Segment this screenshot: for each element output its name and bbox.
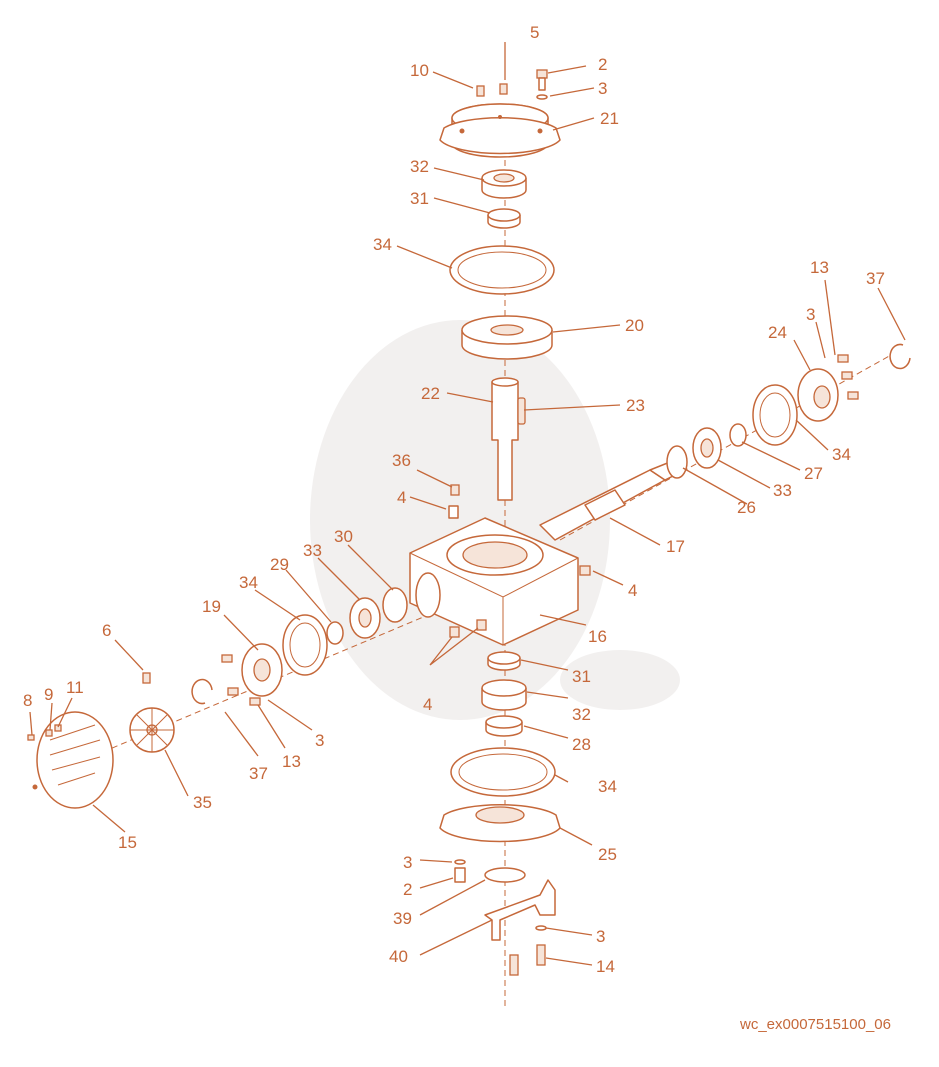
bearing-part-33-right — [692, 427, 722, 469]
callout-3-bottom-a: 3 — [403, 853, 412, 872]
circlip-part-39 — [484, 867, 526, 883]
callout-15: 15 — [118, 833, 137, 852]
diagram-code-label: wc_ex0007515100_06 — [740, 1016, 891, 1033]
callout-26: 26 — [737, 498, 756, 517]
callout-34-top: 34 — [373, 235, 392, 254]
seal-part-31-bottom — [487, 651, 521, 671]
callout-4-c: 4 — [423, 695, 432, 714]
callout-29: 29 — [270, 555, 289, 574]
seal-part-31-top — [487, 208, 521, 229]
callout-14: 14 — [596, 957, 615, 976]
top-cover-part-21 — [439, 103, 561, 158]
bearing-part-32-top — [481, 169, 527, 199]
callout-37-left: 37 — [249, 764, 268, 783]
callout-28: 28 — [572, 735, 591, 754]
plug-part-4-c — [449, 619, 487, 638]
circlip-part-37-left — [191, 678, 213, 705]
circlip-part-37-right — [889, 343, 911, 370]
screw-part-10 — [476, 85, 485, 97]
callout-16: 16 — [588, 627, 607, 646]
gear-part-20 — [461, 315, 553, 360]
callout-20: 20 — [625, 316, 644, 335]
callout-9: 9 — [44, 685, 53, 704]
seal-part-27 — [729, 423, 747, 447]
callout-31-bottom: 31 — [572, 667, 591, 686]
gearbox-housing-part-16 — [409, 517, 579, 646]
gasket-part-34-top — [449, 245, 555, 295]
shaft-part-22 — [491, 377, 519, 501]
callout-36: 36 — [392, 451, 411, 470]
callout-3-left: 3 — [315, 731, 324, 750]
callout-34-bottom: 34 — [598, 777, 617, 796]
bottom-cover-part-25 — [439, 803, 561, 843]
callout-3-top: 3 — [598, 79, 607, 98]
plug-part-36 — [450, 484, 460, 496]
callout-32-bottom: 32 — [572, 705, 591, 724]
callout-31-top: 31 — [410, 189, 429, 208]
callout-2-top: 2 — [598, 55, 607, 74]
gasket-part-34-left — [282, 614, 328, 676]
cover-part-24 — [797, 354, 859, 422]
callout-32-top: 32 — [410, 157, 429, 176]
callout-37-right: 37 — [866, 269, 885, 288]
callout-13-right: 13 — [810, 258, 829, 277]
callout-6: 6 — [102, 621, 111, 640]
callout-30: 30 — [334, 527, 353, 546]
seal-part-29 — [326, 621, 344, 645]
callout-4-a: 4 — [397, 488, 406, 507]
callout-11: 11 — [66, 678, 84, 697]
callout-33-left: 33 — [303, 541, 322, 560]
callout-3-bottom-b: 3 — [596, 927, 605, 946]
bearing-part-30 — [382, 587, 408, 623]
callout-34-left: 34 — [239, 573, 258, 592]
callout-10: 10 — [410, 61, 429, 80]
callout-4-b: 4 — [628, 581, 637, 600]
callout-40: 40 — [389, 947, 408, 966]
fan-cover-part-15 — [27, 711, 114, 809]
worm-shaft-part-17 — [539, 459, 686, 541]
plug-part-4-b — [579, 565, 591, 576]
callout-39: 39 — [393, 909, 412, 928]
cover-part-19 — [221, 643, 283, 706]
bracket-part-40 — [484, 879, 556, 941]
bearing-part-32-bottom — [481, 679, 527, 711]
callout-3-right: 3 — [806, 305, 815, 324]
gasket-part-34-bottom — [450, 747, 556, 797]
callout-22: 22 — [421, 384, 440, 403]
screw-part-5 — [499, 83, 508, 95]
plug-part-4-a — [448, 505, 459, 519]
bolt-part-14 — [509, 925, 547, 976]
callout-19: 19 — [202, 597, 221, 616]
callout-27: 27 — [804, 464, 823, 483]
callout-8: 8 — [23, 691, 32, 710]
gasket-part-34-right — [752, 384, 798, 446]
callout-25: 25 — [598, 845, 617, 864]
callout-23: 23 — [626, 396, 645, 415]
bolt-part-2-bottom — [454, 859, 466, 883]
callout-34-right: 34 — [832, 445, 851, 464]
ring-part-26 — [666, 445, 688, 479]
bearing-part-33-left — [349, 597, 381, 639]
callout-24: 24 — [768, 323, 787, 342]
callout-5: 5 — [530, 23, 539, 42]
bolt-part-2-top — [536, 69, 548, 100]
callout-33-right: 33 — [773, 481, 792, 500]
leader-lines — [29, 42, 906, 966]
callout-21: 21 — [600, 109, 619, 128]
key-part-23 — [517, 397, 526, 425]
seal-part-28 — [485, 715, 523, 737]
callout-13-left: 13 — [282, 752, 301, 771]
callout-2-bottom: 2 — [403, 880, 412, 899]
callout-labels: 5 2 10 3 21 32 31 34 20 22 23 13 37 3 24… — [23, 23, 885, 976]
fan-part-35 — [129, 707, 175, 753]
pin-part-6 — [142, 672, 151, 684]
callout-35: 35 — [193, 793, 212, 812]
callout-17: 17 — [666, 537, 685, 556]
